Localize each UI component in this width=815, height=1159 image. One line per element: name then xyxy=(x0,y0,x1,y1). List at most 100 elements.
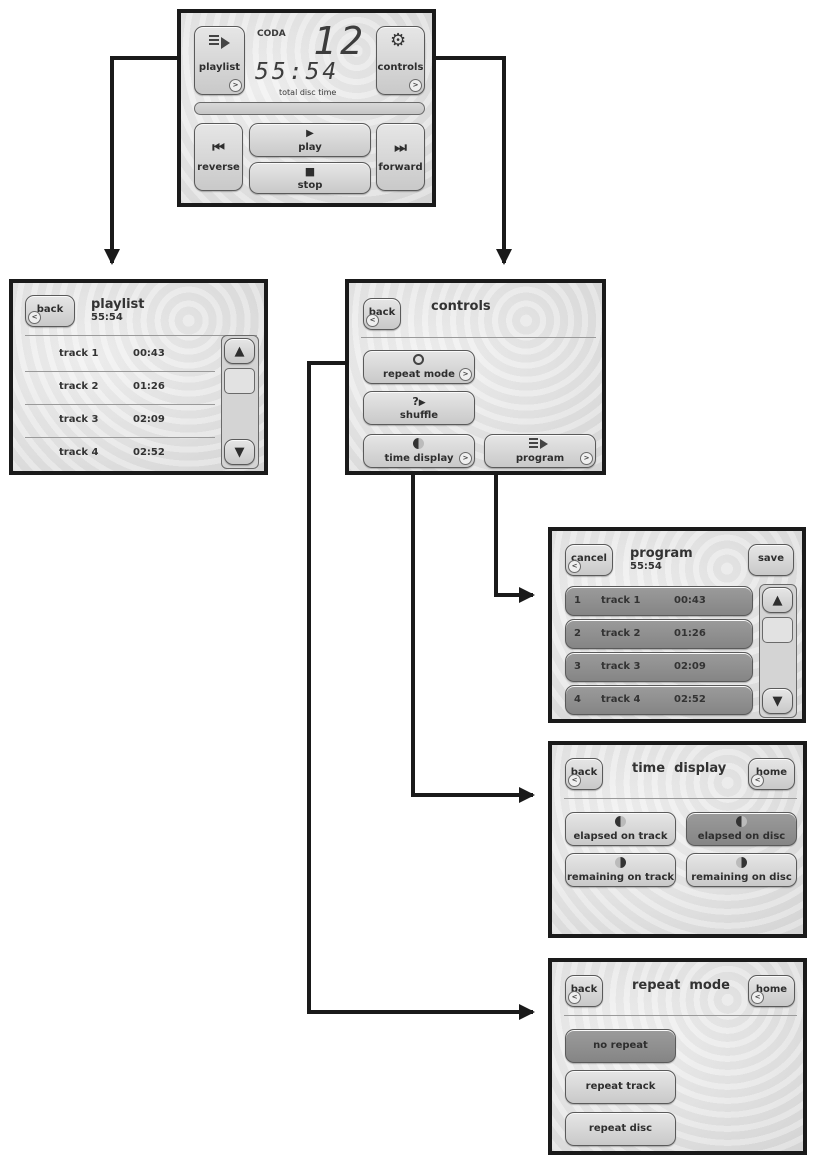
row-divider xyxy=(25,437,215,438)
track-index: 3 xyxy=(574,661,581,672)
track-index: 1 xyxy=(574,595,581,606)
clock-icon xyxy=(615,857,626,868)
track-name: track 3 xyxy=(59,414,99,425)
track-time: 00:43 xyxy=(674,595,706,606)
time-caption: total disc time xyxy=(279,88,337,97)
repeat-icon xyxy=(413,354,424,365)
controls-button[interactable]: ⚙ controls > xyxy=(376,26,425,95)
scroll-down-button[interactable]: ▼ xyxy=(224,439,255,465)
scrollbar[interactable]: ▲ ▼ xyxy=(759,584,797,718)
list-item[interactable]: track 1 00:43 xyxy=(25,339,215,371)
clock-icon xyxy=(413,438,424,449)
next-indicator-icon: > xyxy=(229,79,242,92)
header-divider xyxy=(564,798,797,799)
list-item[interactable]: track 2 01:26 xyxy=(25,372,215,404)
back-indicator-icon: < xyxy=(751,774,764,787)
forward-button[interactable]: ⏭ forward xyxy=(376,123,425,191)
time-display-button[interactable]: time display > xyxy=(363,434,475,468)
scroll-thumb[interactable] xyxy=(224,368,255,394)
option-no-repeat[interactable]: no repeat xyxy=(565,1029,676,1063)
scroll-thumb[interactable] xyxy=(762,617,793,643)
scrollbar[interactable]: ▲ ▼ xyxy=(221,335,259,469)
save-button[interactable]: save xyxy=(748,544,794,576)
clock-icon xyxy=(615,816,626,827)
stop-icon: ■ xyxy=(304,165,316,178)
track-name: track 2 xyxy=(59,381,99,392)
back-label: back xyxy=(368,307,396,318)
back-button[interactable]: back < xyxy=(565,975,603,1007)
reverse-button[interactable]: ⏮ reverse xyxy=(194,123,243,191)
home-button[interactable]: home < xyxy=(748,975,795,1007)
scroll-up-button[interactable]: ▲ xyxy=(224,338,255,364)
program-button[interactable]: program > xyxy=(484,434,596,468)
option-label: remaining on disc xyxy=(691,872,792,883)
list-item[interactable]: track 3 02:09 xyxy=(25,405,215,437)
screen-title: playlist xyxy=(91,297,145,312)
screen-title: time display xyxy=(632,761,727,776)
home-button[interactable]: home < xyxy=(748,758,795,790)
screen-title: program xyxy=(630,546,693,561)
header-divider xyxy=(361,337,596,338)
cancel-button[interactable]: cancel < xyxy=(565,544,613,576)
back-button[interactable]: back < xyxy=(565,758,603,790)
screen-time: 55:54 xyxy=(91,312,123,323)
shuffle-button[interactable]: ?▶ shuffle xyxy=(363,391,475,425)
back-button[interactable]: back < xyxy=(25,295,75,327)
program-row[interactable]: 3 track 3 02:09 xyxy=(565,652,753,682)
play-icon: ▶ xyxy=(306,128,314,139)
home-label: home xyxy=(755,984,788,995)
option-remaining-on-disc[interactable]: remaining on disc xyxy=(686,853,797,887)
gear-icon: ⚙ xyxy=(390,30,407,51)
option-label: no repeat xyxy=(593,1040,648,1051)
controls-screen: back < controls repeat mode > ?▶ shuffle… xyxy=(345,279,606,475)
up-arrow-icon: ▲ xyxy=(234,344,245,359)
stop-button[interactable]: ■ stop xyxy=(249,162,371,194)
back-indicator-icon: < xyxy=(568,774,581,787)
time-display-label: time display xyxy=(384,453,454,464)
back-indicator-icon: < xyxy=(751,991,764,1004)
option-label: elapsed on disc xyxy=(697,831,786,842)
option-label: remaining on track xyxy=(566,872,675,883)
option-elapsed-on-disc[interactable]: elapsed on disc xyxy=(686,812,797,846)
shuffle-glyph: ? xyxy=(412,395,419,408)
option-repeat-track[interactable]: repeat track xyxy=(565,1070,676,1104)
program-label: program xyxy=(515,453,565,464)
track-name: track 1 xyxy=(59,348,99,359)
repeat-mode-label: repeat mode xyxy=(383,369,455,380)
back-label: back xyxy=(36,304,64,315)
screen-title: controls xyxy=(431,299,491,314)
track-time: 02:52 xyxy=(133,447,165,458)
playlist-button[interactable]: playlist > xyxy=(194,26,245,95)
playlist-icon xyxy=(209,35,231,49)
home-label: home xyxy=(755,767,788,778)
down-arrow-icon: ▼ xyxy=(234,445,245,460)
back-label: back xyxy=(570,767,598,778)
option-label: repeat disc xyxy=(588,1123,653,1134)
program-row[interactable]: 2 track 2 01:26 xyxy=(565,619,753,649)
clock-icon xyxy=(736,857,747,868)
option-repeat-disc[interactable]: repeat disc xyxy=(565,1112,676,1146)
program-row[interactable]: 4 track 4 02:52 xyxy=(565,685,753,715)
option-remaining-on-track[interactable]: remaining on track xyxy=(565,853,676,887)
brand-label: CODA xyxy=(257,29,286,39)
back-button[interactable]: back < xyxy=(363,298,401,330)
reverse-icon: ⏮ xyxy=(212,140,225,156)
scroll-down-button[interactable]: ▼ xyxy=(762,688,793,714)
player-main-screen: playlist > CODA 12 55:54 total disc time… xyxy=(177,9,436,207)
screen-time: 55:54 xyxy=(630,561,662,572)
next-indicator-icon: > xyxy=(580,452,593,465)
repeat-mode-button[interactable]: repeat mode > xyxy=(363,350,475,384)
back-label: back xyxy=(570,984,598,995)
reverse-label: reverse xyxy=(197,162,240,173)
forward-icon: ⏭ xyxy=(394,140,407,156)
program-row[interactable]: 1 track 1 00:43 xyxy=(565,586,753,616)
time-display-screen: back < time display home < elapsed on tr… xyxy=(548,741,807,938)
option-elapsed-on-track[interactable]: elapsed on track xyxy=(565,812,676,846)
list-item[interactable]: track 4 02:52 xyxy=(25,438,215,470)
program-screen: cancel < program 55:54 save 1 track 1 00… xyxy=(548,527,806,723)
program-icon xyxy=(529,438,551,450)
play-button[interactable]: ▶ play xyxy=(249,123,371,157)
cancel-label: cancel xyxy=(571,553,607,564)
header-divider xyxy=(564,1015,797,1016)
scroll-up-button[interactable]: ▲ xyxy=(762,587,793,613)
